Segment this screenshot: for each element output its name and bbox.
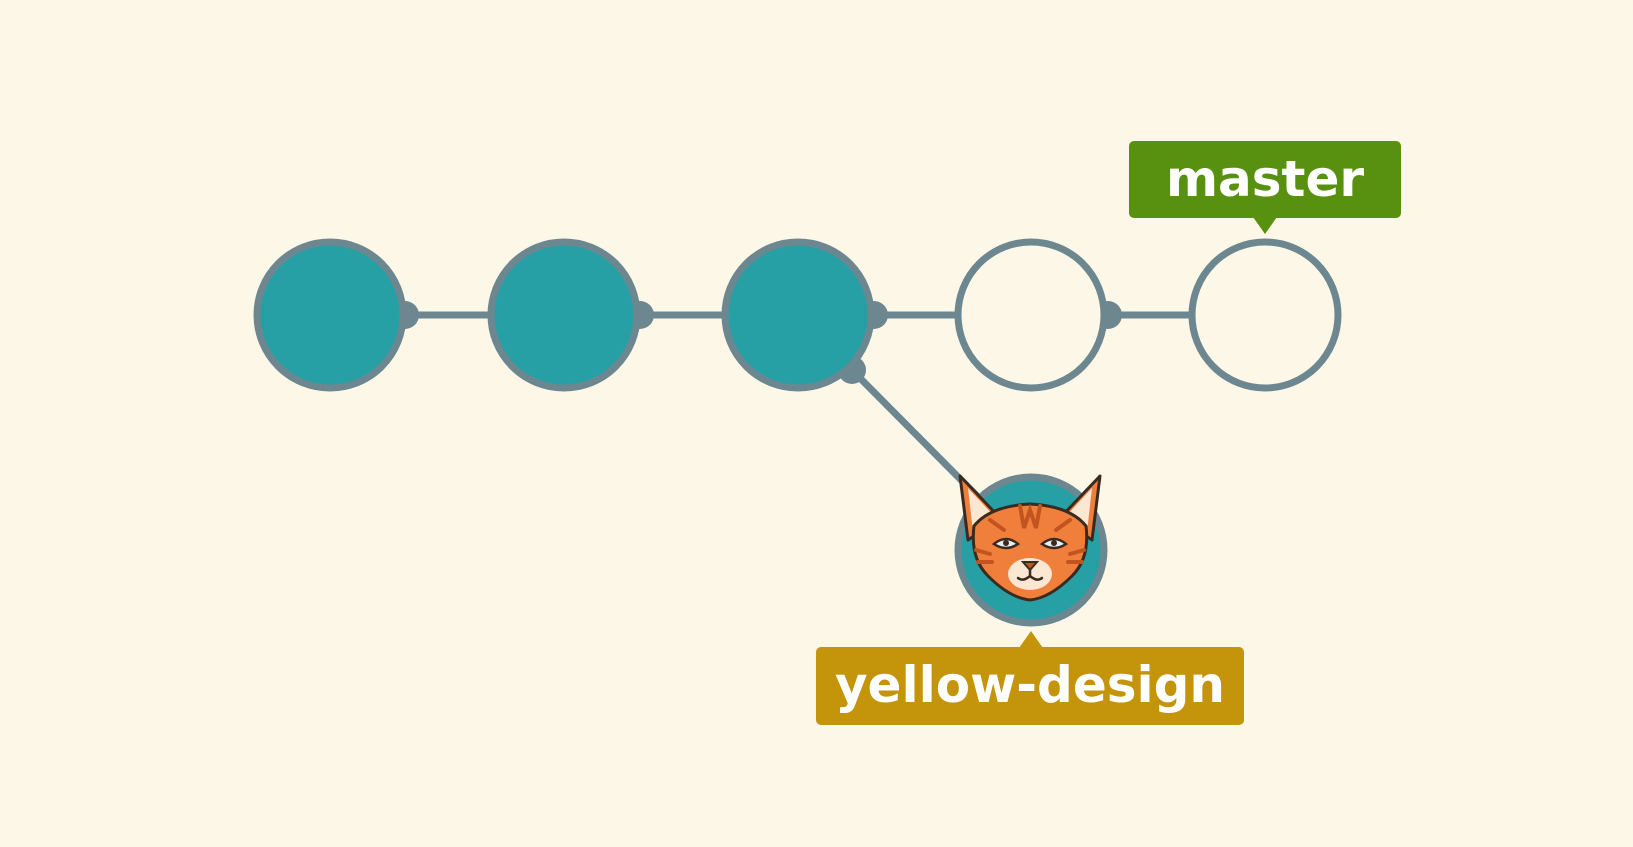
- cat-face-icon: [958, 474, 1102, 602]
- label-pointer: [1019, 631, 1043, 648]
- label-box: [816, 647, 1244, 725]
- branch-label-master[interactable]: master: [1129, 141, 1401, 234]
- branch-label-yellow-design[interactable]: yellow-design: [816, 631, 1244, 725]
- commits: [253, 238, 1342, 627]
- commit-c3[interactable]: [721, 238, 875, 392]
- commit-c2[interactable]: [487, 238, 641, 392]
- label-box: [1129, 141, 1401, 218]
- edge-c3-c6: [849, 367, 981, 500]
- commit-c5[interactable]: [1188, 238, 1342, 392]
- label-pointer: [1253, 217, 1277, 234]
- commit-c4[interactable]: [954, 238, 1108, 392]
- branch-name-yellow-design: yellow-design: [835, 656, 1225, 714]
- commit-c1[interactable]: [253, 238, 407, 392]
- branch-name-master: master: [1166, 150, 1364, 208]
